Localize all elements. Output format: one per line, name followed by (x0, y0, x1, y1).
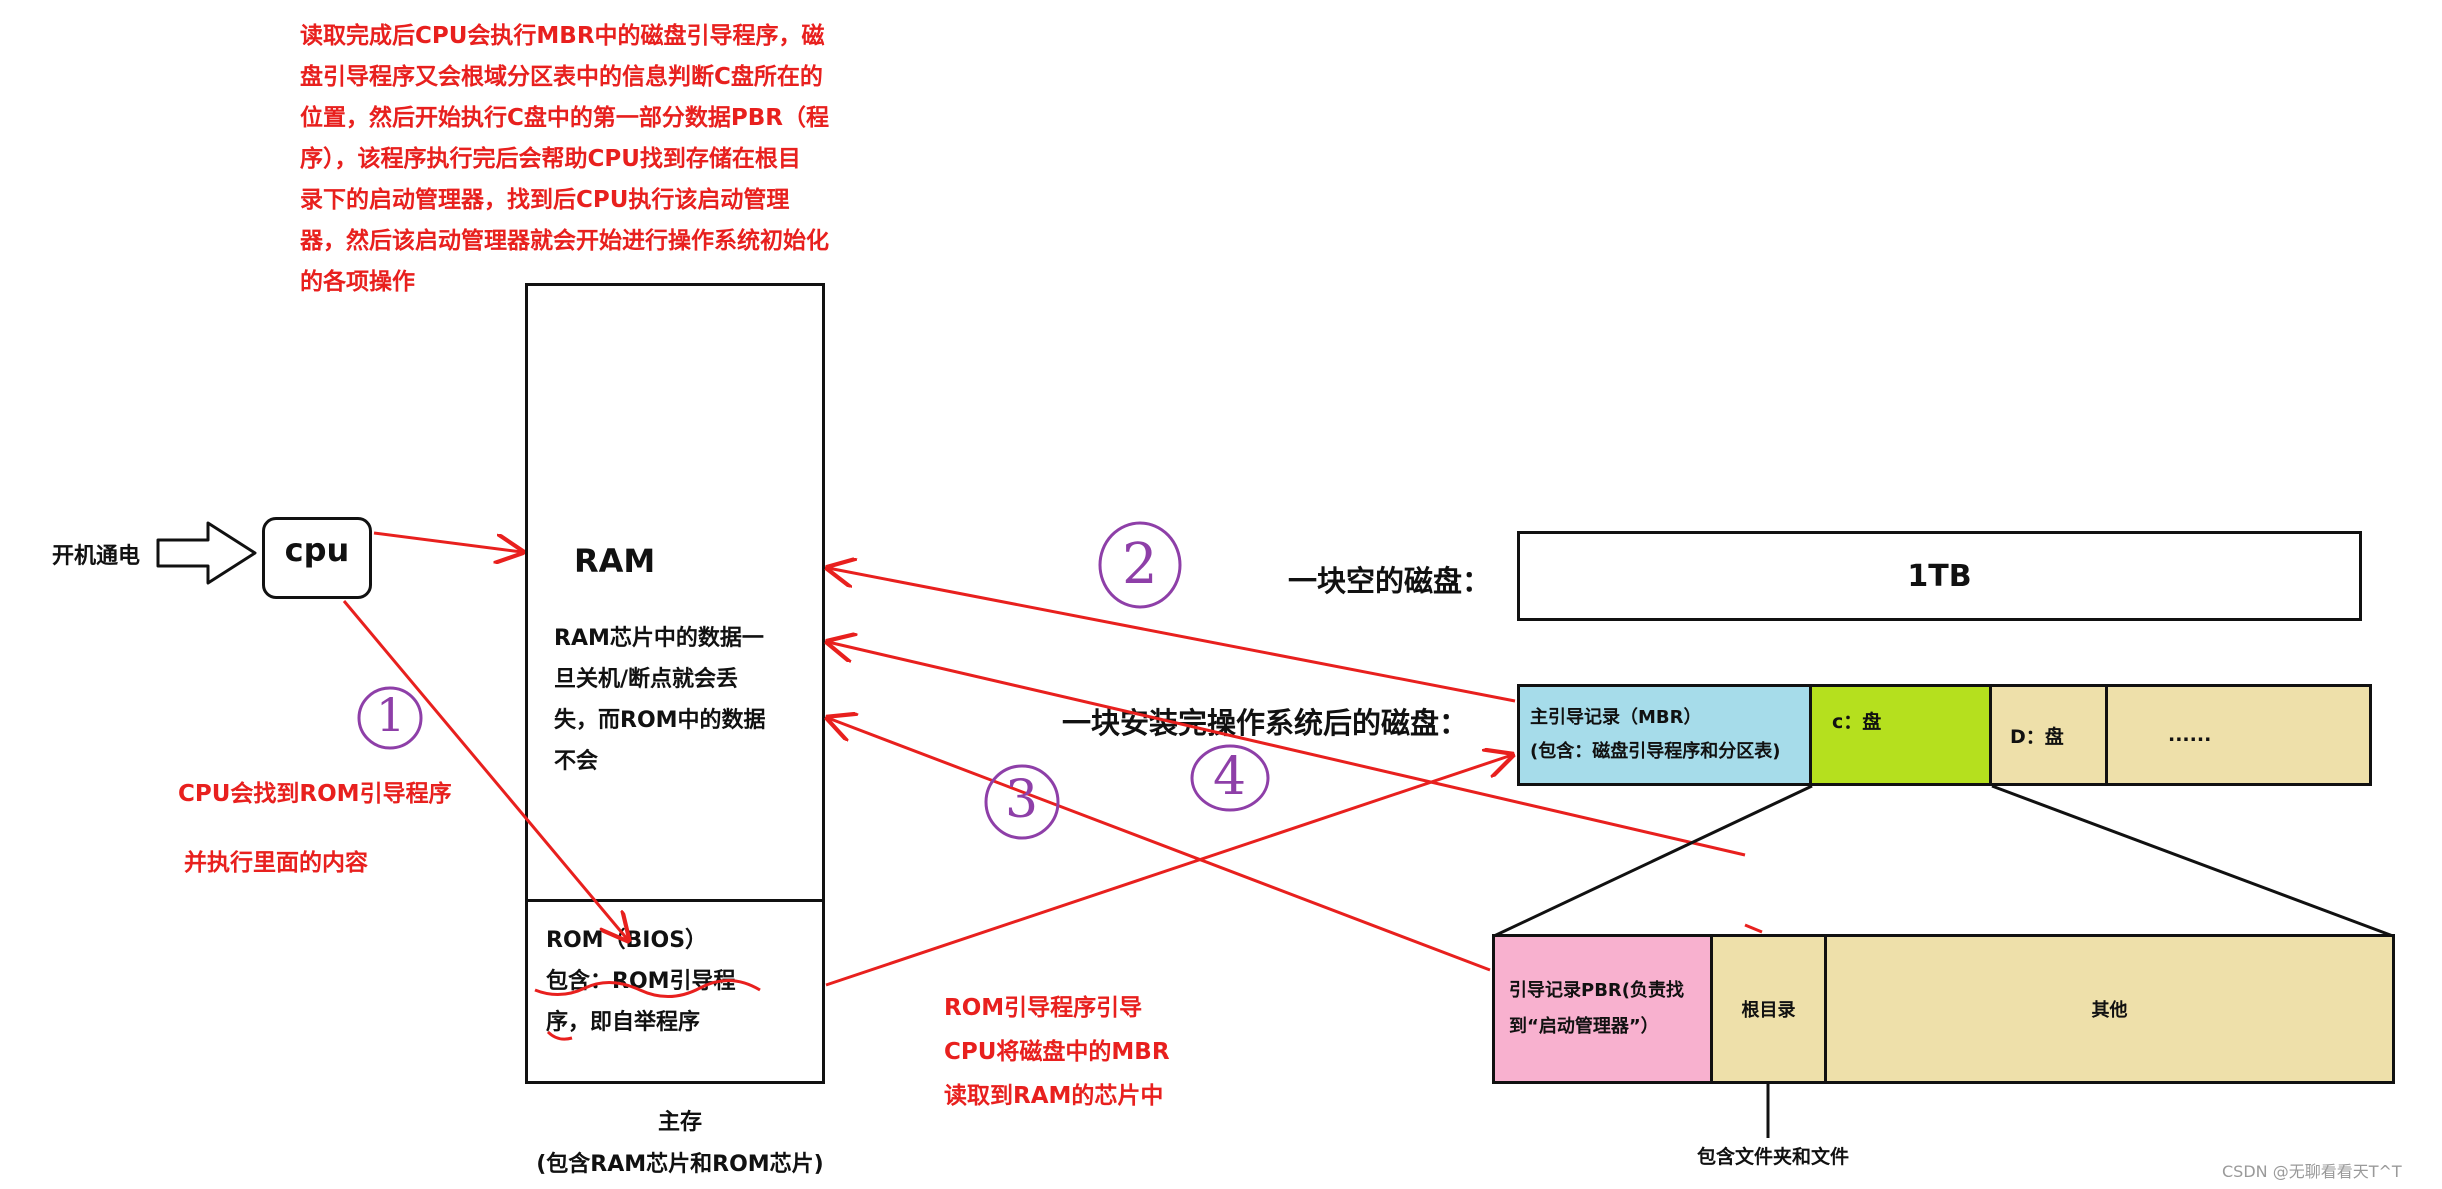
rom-note-line: 读取到RAM的芯片中 (944, 1083, 1164, 1109)
disk-to-ram-arrow (828, 642, 1746, 857)
top-note-line: 盘引导程序又会根域分区表中的信息判断C盘所在的 (300, 64, 823, 90)
ram-rom-divider (525, 899, 825, 902)
partition-box: 引导记录PBR(负责找 到“启动管理器”） 根目录 其他 (1492, 934, 2395, 1084)
step-number-1: 1 (376, 688, 406, 742)
ram-desc-line: RAM芯片中的数据一 (554, 626, 764, 651)
c-drive-label: c：盘 (1832, 710, 1882, 733)
cpu-label: cpu (284, 531, 350, 569)
power-label: 开机通电 (52, 544, 141, 569)
top-note-line: 器，然后该启动管理器就会开始进行操作系统初始化 (300, 228, 829, 254)
root-to-ram-line (1744, 923, 1763, 934)
main-memory-box (525, 283, 825, 1084)
rom-underline-squiggle (534, 978, 761, 999)
more-segment: ...... (2108, 687, 2369, 783)
top-note-line: 读取完成后CPU会执行MBR中的磁盘引导程序，磁 (300, 23, 825, 49)
caption-line: 主存 (657, 1110, 702, 1135)
rom-description: ROM（BIOS） 包含：ROM引导程 序，即自举程序 (546, 920, 736, 1043)
caption-line: (包含RAM芯片和ROM芯片) (536, 1152, 824, 1177)
cpu-note-line: CPU会找到ROM引导程序 (178, 781, 452, 807)
ram-title: RAM (574, 542, 656, 580)
step-number-4: 4 (1213, 747, 1247, 807)
funnel-left (1493, 784, 1813, 938)
top-note-line: 的各项操作 (300, 269, 415, 295)
pbr-to-ram-arrow (828, 718, 1491, 972)
root-dir-label: 根目录 (1741, 1000, 1796, 1021)
cpu-to-rom-arrow (342, 600, 628, 940)
mbr-line: (包含：磁盘引导程序和分区表) (1530, 741, 1781, 762)
mbr-segment: 主引导记录（MBR） (包含：磁盘引导程序和分区表) (1520, 687, 1812, 783)
step-circle-4 (1190, 744, 1270, 812)
top-note-line: 位置，然后开始执行C盘中的第一部分数据PBR（程 (300, 105, 829, 131)
ram-desc-line: 旦关机/断点就会丢 (554, 667, 739, 692)
more-label: ...... (2168, 724, 2212, 746)
step-circle-3 (984, 764, 1060, 840)
step-number-3: 3 (1005, 770, 1039, 830)
rom-note-line: ROM引导程序引导 (944, 995, 1143, 1021)
empty-disk-box: 1TB (1517, 531, 2362, 621)
watermark: CSDN @无聊看看天T^T (2222, 1162, 2402, 1181)
step-circle-2 (1098, 521, 1182, 609)
top-note-line: 录下的启动管理器，找到后CPU执行该启动管理 (300, 187, 790, 213)
mbr-to-ram-arrow (828, 568, 1516, 703)
mbr-line: 主引导记录（MBR） (1530, 707, 1702, 728)
rom-line: 序，即自举程序 (546, 1010, 701, 1035)
other-label: 其他 (2091, 1000, 2128, 1021)
top-note-line: 序），该程序执行完后会帮助CPU找到存储在根目 (300, 146, 801, 172)
power-arrow (156, 521, 257, 585)
cpu-to-ram-arrow (373, 531, 522, 552)
rom-note-line: CPU将磁盘中的MBR (944, 1039, 1170, 1065)
other-segment: 其他 (1827, 937, 2392, 1081)
d-drive-segment: D：盘 (1992, 687, 2108, 783)
d-drive-label: D：盘 (2010, 725, 2064, 748)
rom-note: ROM引导程序引导 CPU将磁盘中的MBR 读取到RAM的芯片中 (944, 986, 1170, 1118)
installed-disk-box: 主引导记录（MBR） (包含：磁盘引导程序和分区表) c：盘 D：盘 .....… (1517, 684, 2372, 786)
cpu-note-line: 并执行里面的内容 (184, 850, 368, 876)
main-memory-caption: 主存 (包含RAM芯片和ROM芯片) (510, 1102, 850, 1186)
root-dir-segment: 根目录 (1713, 937, 1827, 1081)
root-dir-note: 包含文件夹和文件 (1697, 1146, 1850, 1168)
funnel-right (1991, 784, 2394, 938)
step-number-2: 2 (1122, 532, 1158, 597)
pbr-line: 到“启动管理器”） (1509, 1016, 1659, 1037)
empty-disk-label: 一块空的磁盘： (1288, 564, 1492, 598)
cpu-box: cpu (262, 517, 372, 599)
ram-desc-line: 失，而ROM中的数据 (554, 708, 766, 733)
step-circle-1 (357, 686, 423, 750)
rom-to-mbr-arrow (825, 755, 1512, 987)
ram-desc-line: 不会 (554, 749, 599, 774)
pbr-segment: 引导记录PBR(负责找 到“启动管理器”） (1495, 937, 1713, 1081)
empty-disk-capacity: 1TB (1907, 558, 1972, 594)
cpu-note: CPU会找到ROM引导程序 并执行里面的内容 (178, 774, 452, 884)
ram-description: RAM芯片中的数据一 旦关机/断点就会丢 失，而ROM中的数据 不会 (554, 618, 766, 782)
c-drive-segment: c：盘 (1812, 687, 1992, 783)
pbr-line: 引导记录PBR(负责找 (1509, 980, 1684, 1001)
top-note: 读取完成后CPU会执行MBR中的磁盘引导程序，磁 盘引导程序又会根域分区表中的信… (300, 16, 880, 303)
rom-underline-squiggle-2 (546, 1030, 573, 1041)
